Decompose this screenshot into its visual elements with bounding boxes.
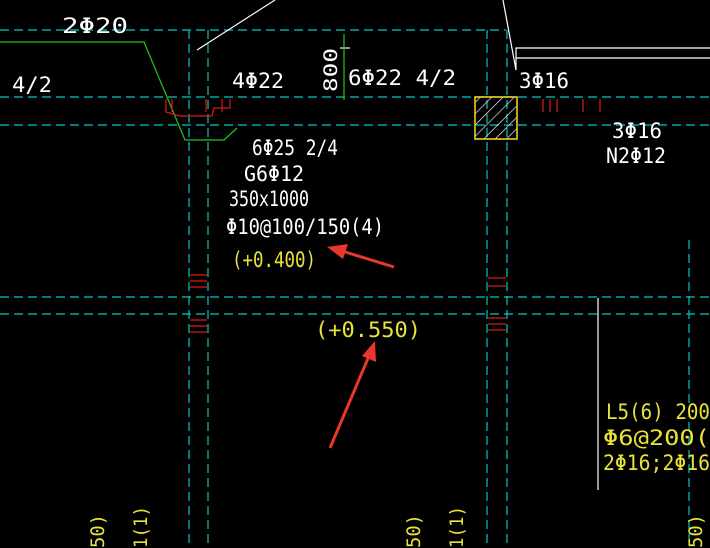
left-span-label: 4/2 — [12, 73, 52, 97]
bottom-label-3: 50) — [685, 514, 707, 548]
hatched-column — [474, 96, 518, 140]
arrow-to-elevation-0550 — [328, 341, 376, 449]
top-rebar-label: 2Φ20 — [62, 14, 128, 38]
annotation-arrows — [327, 244, 395, 449]
bottom-label-2b: 1(1) — [446, 506, 468, 548]
beam-bottom-rebar-label: 6Φ25 2/4 — [252, 136, 338, 160]
dimension-800-label: 800 — [320, 48, 342, 92]
bottom-label-1b: 1(1) — [130, 506, 152, 548]
white-lines — [196, 0, 710, 490]
annotation-text: 2Φ20 4/2 4Φ22 800 6Φ22 4/2 3Φ16 3Φ16 N2Φ… — [12, 14, 710, 548]
beam-size-label: 350x1000 — [229, 187, 309, 211]
right-rebar-label-2: N2Φ12 — [606, 144, 666, 168]
bottom-label-1: 50) — [87, 514, 109, 548]
arrow-to-elevation-0400 — [327, 244, 395, 269]
beam-top-rebar-label: 6Φ22 4/2 — [348, 66, 456, 90]
right-l5-rebar-label: 2Φ16;2Φ16 — [603, 451, 710, 475]
beam-side-rebar-label: G6Φ12 — [244, 162, 304, 186]
right-l5-label: L5(6) 200 — [606, 400, 710, 424]
rebar-marks — [165, 99, 601, 333]
beam-section-outline — [165, 99, 231, 117]
right-l5-stirrup-label: Φ6@200( — [603, 426, 710, 450]
diagonal-leader — [196, 0, 276, 51]
mid-top-rebar-label: 4Φ22 — [232, 69, 284, 93]
right-rebar-label-1: 3Φ16 — [612, 119, 662, 143]
beam-stirrup-label: Φ10@100/150(4) — [226, 215, 384, 239]
top-right-leader — [502, 0, 517, 71]
right-top-rebar-label: 3Φ16 — [519, 69, 569, 93]
slab-elevation-label: (+0.550) — [315, 318, 421, 342]
bottom-label-2: 50) — [403, 514, 425, 548]
right-beam-outline — [515, 47, 710, 70]
section-cut-line — [0, 34, 345, 141]
beam-elevation-label: (+0.400) — [232, 248, 316, 272]
